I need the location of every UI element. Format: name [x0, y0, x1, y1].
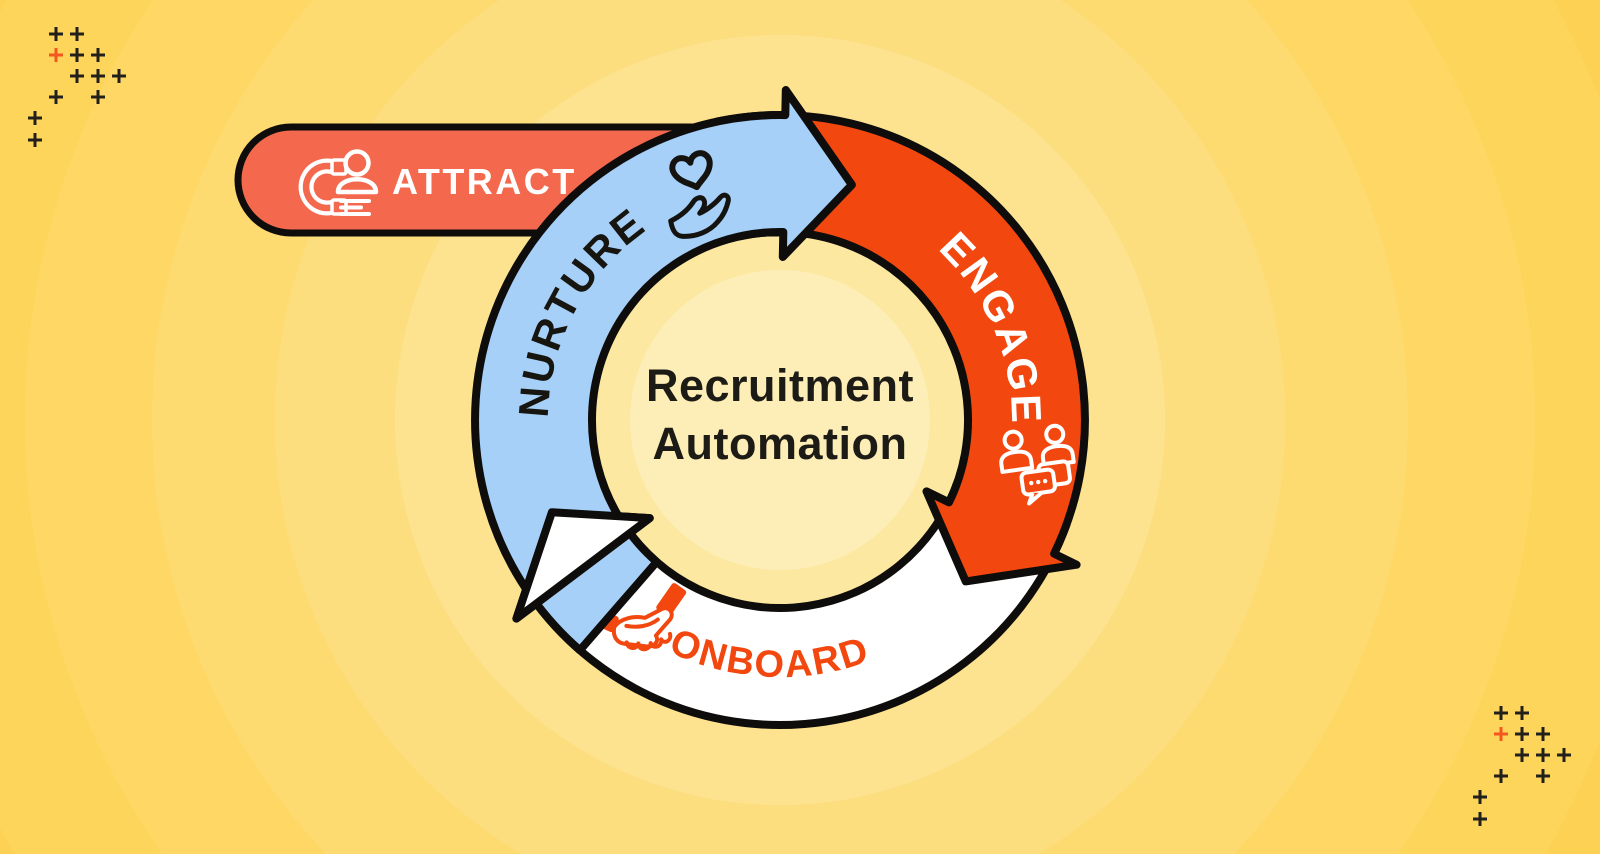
people-chat-icon	[999, 423, 1076, 506]
plus-cluster-bottom-right	[1473, 706, 1571, 826]
handshake-icon	[584, 583, 687, 652]
diagram-title-line1: Recruitment	[646, 360, 914, 411]
plus-cluster-top-left	[28, 27, 126, 147]
segment-onboard-arrowhead	[512, 508, 654, 623]
magnet-person-icon	[298, 149, 379, 216]
diagram-title-line2: Automation	[653, 418, 908, 469]
heart-in-hand-icon	[668, 150, 731, 239]
diagram-title: Recruitment Automation	[646, 360, 914, 469]
attract-badge-label: ATTRACT	[392, 161, 577, 202]
